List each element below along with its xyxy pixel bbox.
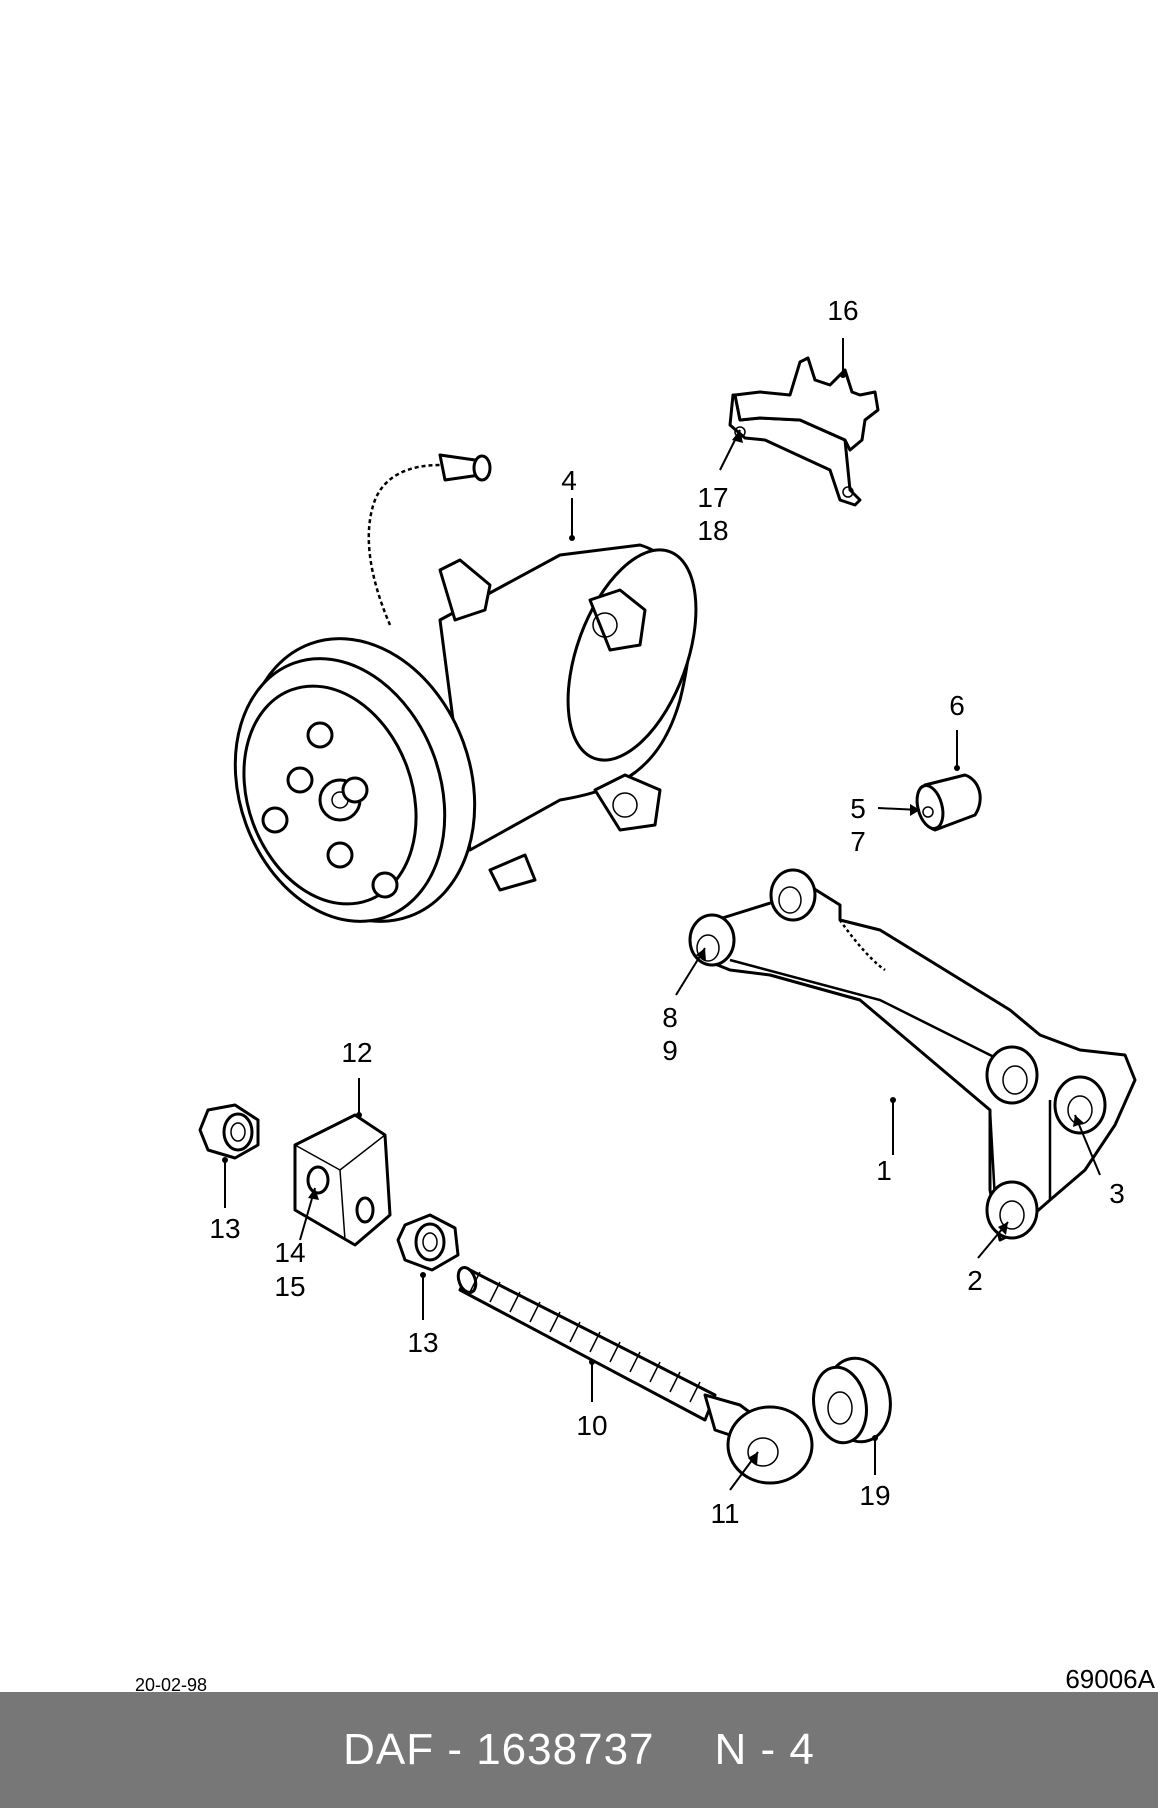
compressor-4: [233, 453, 698, 923]
callout-4: 4: [561, 465, 577, 496]
callout-7: 7: [850, 826, 866, 857]
callout-14: 14: [274, 1237, 305, 1268]
callout-12: 12: [341, 1037, 372, 1068]
callout-13-left: 13: [209, 1213, 240, 1244]
callout-labels: 1 2 3 4 5 6 7 8 9 10 11 12 13 13 14 15 1…: [209, 295, 1124, 1529]
leader-lines: [222, 338, 1101, 1491]
callout-5: 5: [850, 793, 866, 824]
callout-11: 11: [710, 1498, 739, 1529]
threaded-rod-10: [456, 1265, 717, 1422]
callout-9: 9: [662, 1035, 678, 1066]
footer-brand-part-number: DAF - 1638737: [343, 1725, 655, 1774]
callout-3: 3: [1109, 1178, 1125, 1209]
bushing-6: [915, 773, 982, 832]
callout-1: 1: [876, 1155, 892, 1186]
callout-16: 16: [827, 295, 858, 326]
callout-8: 8: [662, 1002, 678, 1033]
callout-17: 17: [697, 482, 728, 513]
footer-bar: DAF - 1638737 N - 4: [0, 1692, 1158, 1808]
spacer-ring-19: [812, 1356, 892, 1445]
callout-13-center: 13: [407, 1327, 438, 1358]
nut-13-left: [198, 1103, 260, 1160]
callout-15: 15: [274, 1271, 305, 1302]
adjuster-block-12: [293, 1113, 392, 1247]
callout-6: 6: [949, 690, 965, 721]
rod-eye-11: [703, 1393, 814, 1485]
bracket-plate-16: [728, 356, 880, 507]
callout-19: 19: [859, 1480, 890, 1511]
callout-10: 10: [576, 1410, 607, 1441]
footer-group-code: N - 4: [714, 1725, 815, 1774]
date-code: 20-02-98: [135, 1675, 207, 1695]
callout-2: 2: [967, 1265, 983, 1296]
callout-18: 18: [697, 515, 728, 546]
mounting-bracket-1: [688, 868, 1137, 1242]
nut-13-center: [396, 1213, 460, 1272]
drawing-reference: 69006A: [1065, 1664, 1155, 1694]
